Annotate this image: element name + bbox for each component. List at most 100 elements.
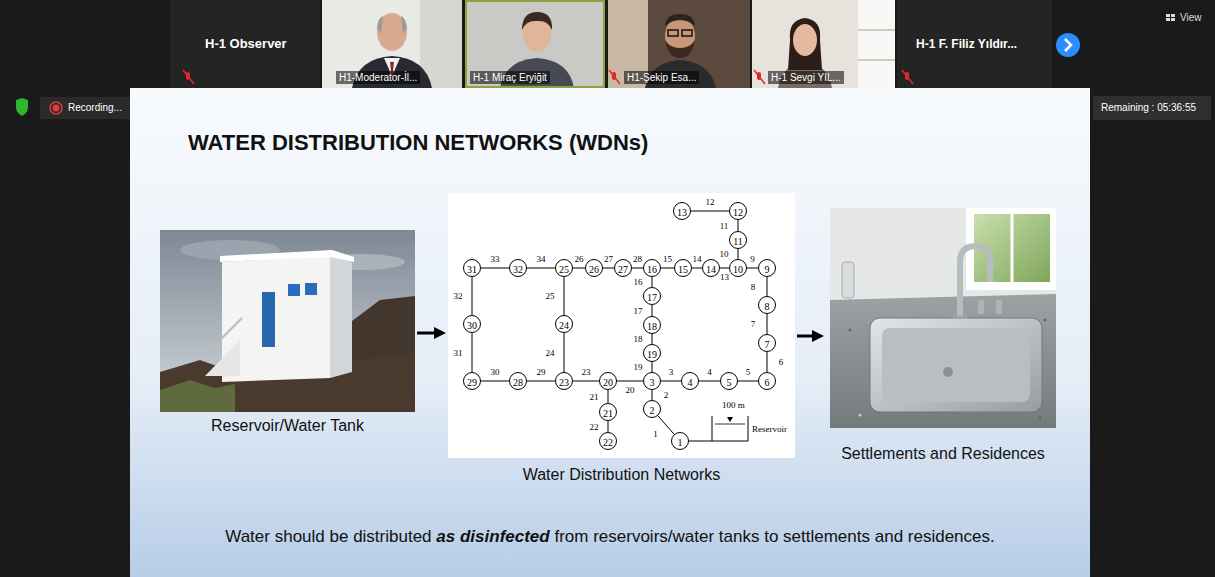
sentence-text: from reservoirs/water tanks to settlemen… [554, 527, 994, 547]
node-number: 5 [727, 374, 732, 392]
pipe-number: 33 [490, 254, 501, 264]
junction-node: 30 [463, 315, 481, 333]
video-tile [322, 0, 462, 88]
pipe-number: 28 [632, 254, 643, 264]
pipe-line [481, 381, 509, 382]
node-number: 19 [647, 346, 657, 364]
head-dimension: 100 m [722, 400, 745, 410]
pipe-line [767, 314, 768, 334]
view-button-label: View [1180, 12, 1202, 23]
panel-caption: Reservoir/Water Tank [211, 416, 364, 436]
node-number: 27 [618, 261, 628, 279]
junction-node: 11 [729, 231, 747, 249]
pipe-number: 6 [778, 357, 785, 367]
junction-node: 10 [729, 259, 747, 277]
junction-node: 14 [702, 259, 720, 277]
node-number: 31 [467, 261, 477, 279]
sink-photo [842, 262, 854, 298]
figure-panel: Water Distribution Networks1234567891011… [448, 193, 795, 485]
node-number: 12 [733, 204, 743, 222]
pipe-line [652, 334, 653, 344]
pipe-line [564, 333, 565, 372]
node-number: 16 [647, 261, 657, 279]
pipe-number: 9 [749, 254, 756, 264]
video-tile [377, 16, 407, 34]
panel-caption: Settlements and Residences [841, 444, 1045, 464]
sink-photo [1039, 417, 1042, 420]
sentence-text: Water should be distributed [225, 527, 431, 547]
pipe-number: 31 [453, 348, 464, 358]
view-icon [1166, 18, 1170, 21]
node-number: 4 [688, 374, 693, 392]
next-page-button [1056, 33, 1080, 57]
pipe-number: 10 [719, 249, 730, 259]
sink-photo [830, 208, 1056, 428]
pipe-line [608, 390, 609, 403]
junction-node: 17 [643, 287, 661, 305]
junction-node: 31 [463, 259, 481, 277]
pipe-line [691, 211, 729, 212]
junction-node: 32 [509, 259, 527, 277]
junction-node: 28 [509, 372, 527, 390]
node-number: 14 [706, 261, 716, 279]
pipe-line [564, 277, 565, 315]
figure-panel: Settlements and Residences [826, 208, 1060, 464]
view-icon [1171, 18, 1175, 21]
junction-node: 22 [599, 432, 617, 450]
time-remaining: Remaining : 05:36:55 [1101, 102, 1196, 113]
pipe-number: 20 [625, 385, 636, 395]
pipe-line [720, 268, 729, 269]
pipe-line [608, 421, 609, 432]
reservoir-photo [305, 283, 317, 295]
reservoir-label: Reservoir [752, 424, 787, 434]
next-page-button [1056, 33, 1080, 57]
junction-node: 1 [671, 432, 689, 450]
node-number: 11 [733, 233, 743, 251]
pipe-number: 30 [490, 367, 501, 377]
junction-node: 19 [643, 344, 661, 362]
pipe-number: 21 [589, 392, 600, 402]
pipe-line [738, 220, 739, 231]
video-tile [858, 59, 895, 61]
pipe-number: 18 [633, 334, 644, 344]
node-number: 28 [513, 374, 523, 392]
pipe-number: 15 [662, 254, 673, 264]
node-number: 32 [513, 261, 523, 279]
pipe-number: 3 [668, 367, 675, 377]
video-tile [522, 12, 552, 30]
node-number: 21 [603, 405, 613, 423]
slide-background [130, 88, 1090, 577]
pipe-number: 23 [581, 367, 592, 377]
network-figure [689, 441, 712, 442]
junction-node: 26 [585, 259, 603, 277]
pipe-number: 5 [745, 367, 752, 377]
pipe-number: 24 [545, 348, 556, 358]
pipe-line [527, 268, 555, 269]
pipe-line [767, 352, 768, 372]
sink-photo [870, 318, 1042, 412]
pipe-number: 14 [692, 254, 703, 264]
network-figure [712, 416, 748, 441]
pipe-line [747, 268, 758, 269]
junction-node: 16 [643, 259, 661, 277]
junction-node: 8 [758, 296, 776, 314]
recording-status: Recording... [68, 102, 122, 113]
top-bar [897, 0, 1052, 88]
network-figure [727, 417, 733, 422]
node-number: 1 [678, 434, 683, 452]
muted-mic-icon [183, 70, 913, 84]
sink-photo [1044, 319, 1047, 322]
pipe-line [652, 362, 653, 372]
node-number: 9 [765, 261, 770, 279]
reservoir-photo [160, 380, 235, 412]
node-number: 22 [603, 434, 613, 452]
view-icon [1166, 14, 1170, 17]
junction-node: 21 [599, 403, 617, 421]
video-tile [377, 13, 407, 51]
reservoir-photo [205, 340, 240, 376]
next-page-button [1065, 39, 1071, 51]
sink-photo [859, 414, 862, 417]
